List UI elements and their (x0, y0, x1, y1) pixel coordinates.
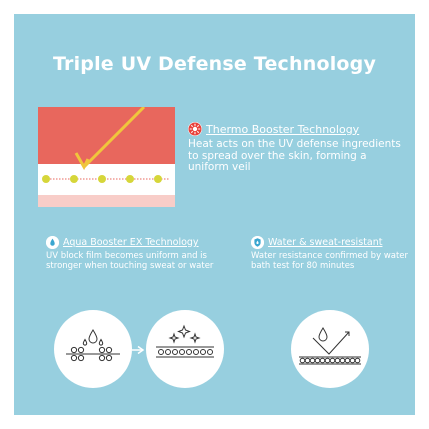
aqua-heading: Aqua Booster EX Technology (46, 236, 199, 249)
water-heading: Water & sweat-resistant (251, 236, 382, 249)
page-title: Triple UV Defense Technology (52, 53, 377, 75)
aqua-heading-label: Aqua Booster EX Technology (63, 237, 199, 248)
aqua-description: UV block film becomes uniform and is str… (46, 251, 214, 271)
water-description: Water resistance confirmed by water bath… (251, 251, 409, 271)
heat-ray-icon (42, 107, 170, 183)
arrow-right-icon (132, 345, 145, 355)
water-drop-icon (46, 236, 59, 249)
thermo-heading: Thermo Booster Technology (188, 122, 359, 136)
thermo-illustration (38, 107, 175, 207)
thermo-description: Heat acts on the UV defense ingredients … (188, 138, 401, 173)
sweat-droplets-illustration (54, 310, 132, 388)
sun-icon (188, 122, 202, 136)
water-heading-label: Water & sweat-resistant (268, 237, 383, 248)
shield-drop-icon (251, 236, 264, 249)
uniform-film-illustration (146, 310, 224, 388)
base-layer (38, 195, 175, 207)
thermo-heading-label: Thermo Booster Technology (206, 122, 360, 136)
water-repel-illustration (291, 310, 369, 388)
heat-layer (38, 107, 175, 164)
